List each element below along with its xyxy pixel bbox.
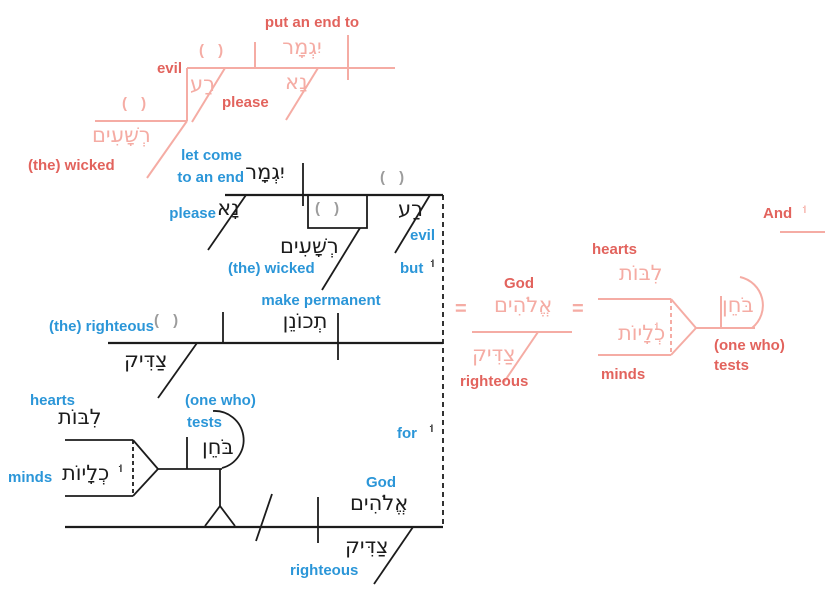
pink-bracket-join-top — [670, 298, 697, 329]
hebrew-vav-but[interactable]: וּ — [431, 255, 435, 271]
gloss-minds[interactable]: minds — [8, 469, 53, 486]
gloss-please[interactable]: please — [169, 205, 216, 222]
placeholder-parens-row1: ( ) — [380, 169, 410, 186]
gloss-hearts[interactable]: hearts — [30, 392, 76, 409]
row3-bracket-join-top — [132, 439, 159, 470]
placeholder-parens-box: ( ) — [315, 200, 345, 217]
hebrew-tsaddiq-row3[interactable]: צַדִּיק — [345, 534, 389, 558]
pink-god-slash — [503, 331, 539, 383]
row1-placeholder-box — [307, 195, 368, 229]
hebrew-tsaddiq-row2[interactable]: צַדִּיק — [124, 348, 168, 372]
row3-slash-tsaddiq — [373, 526, 414, 585]
gloss-righteous-pink[interactable]: righteous — [460, 373, 529, 390]
gloss-god-pink[interactable]: God — [504, 275, 534, 292]
gloss-the-wicked[interactable]: (the) wicked — [228, 260, 315, 277]
gloss-one-who[interactable]: (one who) — [185, 392, 256, 409]
hebrew-vav-pink[interactable]: וּ — [655, 318, 659, 334]
gloss-one-who-pink[interactable]: (one who) — [714, 337, 785, 354]
gloss-for[interactable]: for — [397, 425, 417, 442]
gloss-please-ghost[interactable]: please — [222, 94, 269, 111]
gloss-hearts-pink[interactable]: hearts — [592, 241, 638, 258]
hebrew-bochen[interactable]: בֹּחֵן — [202, 435, 234, 459]
hebrew-bochen-pink[interactable]: בֹּחֵן — [722, 293, 754, 317]
hebrew-kelayot-pink[interactable]: כְלָיוֹת — [618, 321, 666, 345]
row1-slash-reshaim — [321, 227, 361, 291]
hebrew-elohim[interactable]: אֱלֹהִים — [350, 491, 409, 515]
hebrew-yigmar[interactable]: יִגְמָר — [245, 160, 285, 184]
gloss-the-wicked-ghost[interactable]: (the) wicked — [28, 157, 115, 174]
gloss-evil-ghost[interactable]: evil — [156, 60, 182, 77]
hebrew-levot-pink[interactable]: לִבּוֹת — [619, 261, 663, 285]
gloss-the-righteous[interactable]: (the) righteous — [49, 318, 154, 335]
hebrew-vav-and-pink[interactable]: וּ — [803, 201, 807, 217]
hebrew-reshaim[interactable]: רְשָׁעִים — [280, 234, 339, 258]
equals-sign-1: = — [455, 298, 467, 320]
pink-top-slash-ra — [191, 67, 226, 123]
pink-participle-arc — [739, 276, 764, 329]
gloss-tests-pink[interactable]: tests — [714, 357, 750, 374]
hebrew-yigmar-ghost[interactable]: יִגְמָר — [282, 35, 322, 59]
hebrew-ra-ghost[interactable]: רַע — [190, 72, 215, 96]
row2-slash-tsaddiq — [157, 342, 198, 399]
gloss-put-an-end-to[interactable]: put an end to — [264, 14, 360, 31]
gloss-god[interactable]: God — [366, 474, 396, 491]
placeholder-parens-ghost-2: ( ) — [122, 95, 152, 112]
gloss-and-pink[interactable]: And — [763, 205, 793, 222]
placeholder-parens-ghost-1: ( ) — [199, 42, 229, 59]
gloss-to-an-end[interactable]: to an end — [177, 169, 244, 186]
pink-top-slash-reshaim — [146, 120, 188, 179]
gloss-make-permanent[interactable]: make permanent — [261, 292, 381, 309]
hebrew-reshaim-ghost[interactable]: רְשָׁעִים — [92, 123, 151, 147]
gloss-righteous[interactable]: righteous — [290, 562, 359, 579]
row1-slash-na — [207, 194, 247, 251]
gloss-tests[interactable]: tests — [187, 414, 223, 431]
pink-bracket-join-bottom — [670, 327, 697, 356]
pink-top-slash-na — [285, 67, 319, 121]
hebrew-ra[interactable]: רַע — [398, 197, 423, 221]
row3-crossing-slash — [255, 493, 273, 542]
hebrew-na[interactable]: נָא — [217, 196, 240, 220]
equals-sign-2: = — [572, 298, 584, 320]
row1-slash-ra — [394, 194, 431, 254]
hebrew-na-ghost[interactable]: נָא — [285, 70, 308, 94]
hebrew-vav-bracket[interactable]: וּ — [119, 460, 123, 476]
hebrew-kelayot[interactable]: כְלָיוֹת — [62, 461, 110, 485]
row3-participle-arc — [212, 410, 245, 469]
placeholder-parens-row2: ( ) — [154, 312, 184, 329]
gloss-let-come[interactable]: let come — [181, 147, 242, 164]
row3-pedestal-triangle — [204, 504, 236, 527]
row3-bracket-join-bottom — [132, 468, 159, 497]
hebrew-levot[interactable]: לִבּוֹת — [58, 405, 102, 429]
gloss-minds-pink[interactable]: minds — [601, 366, 646, 383]
hebrew-vav-for[interactable]: וּ — [430, 420, 434, 436]
hebrew-tekonen[interactable]: תְכוֹנֵן — [282, 309, 328, 333]
hebrew-tsaddiq-pink[interactable]: צַדִּיק — [472, 342, 516, 366]
gloss-evil[interactable]: evil — [410, 227, 436, 244]
gloss-but[interactable]: but — [400, 260, 424, 277]
hebrew-elohim-pink[interactable]: אֱלֹהִים — [494, 293, 553, 317]
